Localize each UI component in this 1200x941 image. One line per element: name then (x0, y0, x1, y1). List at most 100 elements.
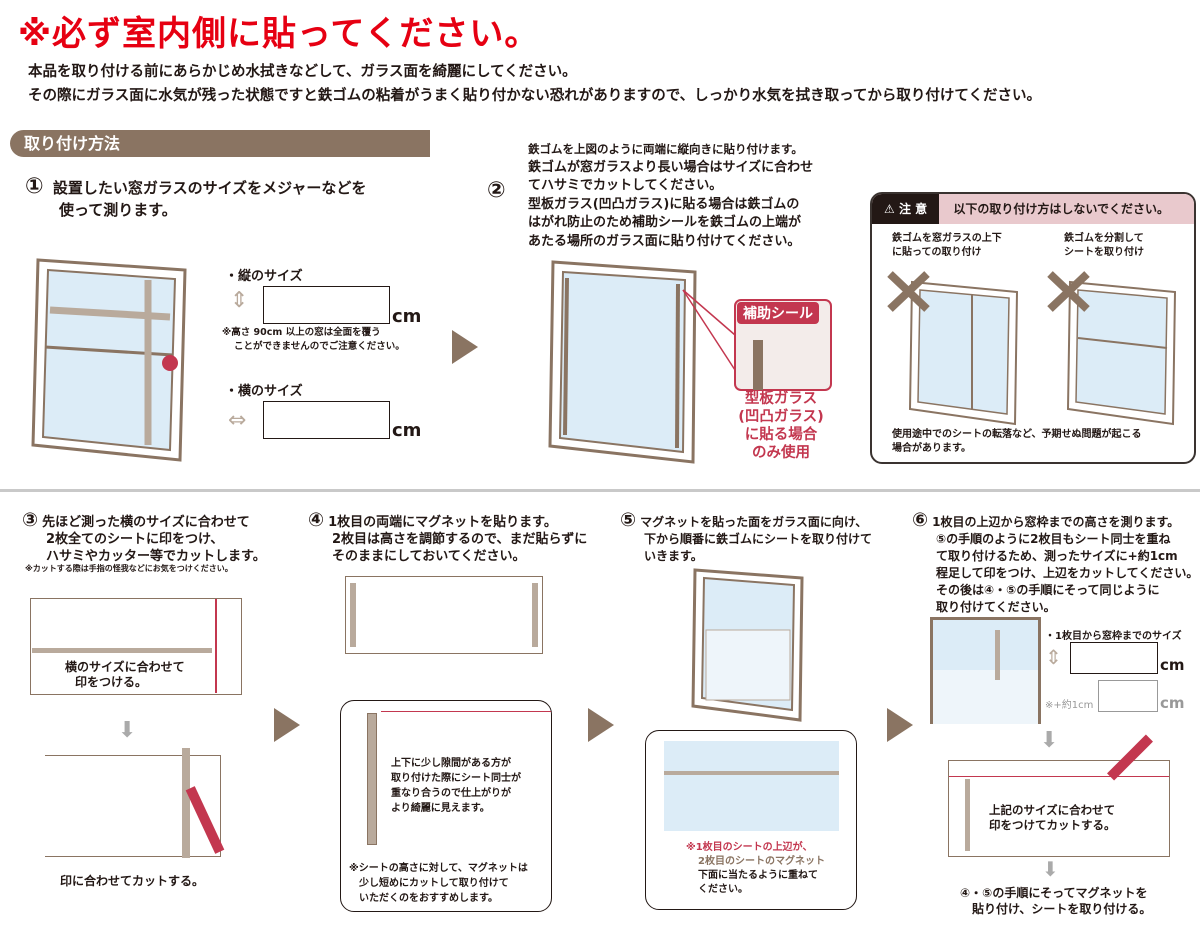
caution-header: ⚠ 注 意 以下の取り付け方はしないでください。 (872, 194, 1194, 224)
magnet-strip-illustration (548, 260, 832, 464)
step2-text: 鉄ゴムを上図のように両端に縦向きに貼り付けます。 鉄ゴムが窓ガラスより長い場合は… (528, 140, 813, 251)
step2-line: はがれ防止のため補助シールを鉄ゴムの上端が (528, 215, 802, 230)
caution-box: ⚠ 注 意 以下の取り付け方はしないでください。 鉄ゴムを窓ガラスの上下に貼って… (870, 192, 1196, 464)
size-label: ・1枚目から窓枠までのサイズ (1045, 631, 1182, 642)
sheet-cut-illustration: 上記のサイズに合わせて印をつけてカットする。 (948, 760, 1170, 857)
height-arrow (965, 779, 970, 851)
size-field (1070, 642, 1158, 674)
width-label: ・横のサイズ (225, 384, 303, 399)
step3-line: ハサミやカッター等でカットします。 (46, 549, 266, 564)
note-line: ※1枚目のシートの上辺が、 (686, 842, 813, 853)
window-partial-illustration (930, 617, 1041, 724)
label-line: 上記のサイズに合わせて (989, 803, 1116, 817)
note-line: ※高さ 90cm 以上の窓は全面を覆う (222, 327, 381, 338)
step2-line: 鉄ゴムを上図のように両端に縦向きに貼り付けます。 (528, 142, 803, 156)
caution-header-text: 以下の取り付け方はしないでください。 (953, 202, 1169, 216)
step1-line: 設置したい窓ガラスのサイズをメジャーなどを (52, 179, 367, 197)
step4-line: そのままにしておいてください。 (332, 549, 526, 564)
step6-number: ⑥ (912, 509, 929, 531)
final-line: ④・⑤の手順にそってマグネットを (960, 886, 1148, 900)
height-arrow (995, 630, 1000, 680)
step6-line: て取り付けるため、測ったサイズに+約1cm (936, 549, 1178, 563)
seal-note-line: に貼る場合 (744, 427, 818, 443)
note-line: ください。 (698, 884, 748, 895)
intro-line-1: 本品を取り付ける前にあらかじめ水拭きなどして、ガラス面を綺麗にしてください。 (28, 64, 577, 80)
seal-note-line: のみ使用 (752, 445, 810, 461)
sheet-top-edge (381, 711, 551, 712)
down-arrow-icon: ⬇ (118, 718, 137, 743)
step3-line: 2枚全てのシートに印をつけ、 (46, 532, 224, 547)
case-line: 鉄ゴムを窓ガラスの上下 (892, 233, 1002, 244)
first-sheet (933, 670, 1038, 724)
step5-line: マグネットを貼った面をガラス面に向け、 (640, 515, 868, 529)
bubble-text: 上下に少し隙間がある方が 取り付けた際にシート同士が 重なり合うので仕上がりが … (391, 756, 521, 816)
caution-case-1: 鉄ゴムを窓ガラスの上下に貼っての取り付け (892, 232, 1002, 260)
plus-label: ※+約1cm (1045, 700, 1094, 711)
size-unit: cm (1160, 656, 1185, 674)
magnet-strip (532, 583, 538, 647)
note-line: いただくのをおすすめします。 (359, 893, 498, 904)
step5-line: 下から順番に鉄ゴムにシートを取り付けて (644, 532, 873, 546)
note-line: 2枚目のシートのマグネット (698, 856, 825, 867)
label-line: 印をつける。 (75, 675, 148, 689)
step5-number: ⑤ (620, 509, 637, 531)
step4-line: 2枚目は高さを調節するので、まだ貼らずに (332, 532, 588, 547)
step3-cut-label: 印に合わせてカットする。 (60, 874, 205, 888)
caution-label: ⚠ 注 意 (872, 194, 940, 224)
width-arrow (32, 648, 212, 653)
step3-mark-label: 横のサイズに合わせて印をつける。 (65, 660, 185, 690)
step4-detail-bubble: 上下に少し隙間がある方が 取り付けた際にシート同士が 重なり合うので仕上がりが … (340, 700, 552, 912)
width-field (263, 401, 390, 439)
height-label: ・縦のサイズ (225, 269, 303, 284)
height-field (263, 286, 390, 324)
label-line: 印をつけてカットする。 (989, 818, 1116, 832)
plus-unit: cm (1160, 694, 1185, 712)
page-title: ※必ず室内側に貼ってください。 (18, 14, 540, 54)
case-line: シートを取り付け (1064, 247, 1144, 258)
note-line: 下面に当たるように重ねて (698, 870, 818, 881)
vertical-arrow-icon: ⇕ (1045, 645, 1062, 669)
horizontal-arrow-icon: ⇔ (228, 408, 247, 433)
step6-line: ⑤の手順のように2枚目もシート同士を重ね (936, 532, 1171, 546)
width-unit: cm (392, 420, 422, 441)
down-arrow-icon: ⬇ (1040, 728, 1059, 753)
cut-mark-line (215, 599, 217, 693)
magnet-strip (350, 583, 356, 647)
step3-number: ③ (22, 509, 39, 531)
down-arrow-icon: ⬇ (1042, 857, 1059, 881)
glass-detail (664, 741, 839, 831)
step6-line: 程足して印をつけ、上辺をカットしてください。 (936, 566, 1199, 580)
final-line: 貼り付け、シートを取り付ける。 (972, 902, 1152, 916)
step3-line: 先ほど測った横のサイズに合わせて (42, 515, 250, 530)
note-line: 少し短めにカットして取り付けて (359, 878, 509, 889)
step4-note: ※シートの高さに対して、マグネットは 少し短めにカットして取り付けて いただくの… (349, 861, 528, 906)
step2-number: ② (487, 178, 506, 203)
caution-footer: 使用途中でのシートの転落など、予期せぬ問題が起こる場合があります。 (892, 428, 1142, 456)
cut-mark-line (949, 776, 1169, 777)
magnet-strip (367, 713, 377, 845)
section-divider (0, 489, 1200, 492)
step6-mark-label: 上記のサイズに合わせて印をつけてカットする。 (989, 803, 1116, 833)
step1-line: 使って測ります。 (59, 201, 177, 219)
overlap-line (664, 771, 839, 775)
height-unit: cm (392, 306, 422, 327)
next-arrow-icon (274, 708, 300, 742)
vertical-arrow-icon: ⇕ (230, 288, 249, 313)
bubble-line: 重なり合うので仕上がりが (391, 788, 511, 799)
caution-case-2: 鉄ゴムを分割してシートを取り付け (1064, 232, 1144, 260)
step3-note: ※カットする際は手指の怪我などにお気をつけください。 (25, 564, 233, 573)
sheet-with-magnets (345, 576, 543, 654)
step6-line: 1枚目の上辺から窓枠までの高さを測ります。 (932, 515, 1180, 529)
step6-final: ④・⑤の手順にそってマグネットを貼り付け、シートを取り付ける。 (960, 885, 1151, 917)
section-header: 取り付け方法 (10, 130, 430, 157)
step2-line: あたる場所のガラス面に貼り付けてください。 (528, 233, 801, 249)
note-line: ※シートの高さに対して、マグネットは (349, 863, 528, 874)
sheet-illustration (30, 598, 242, 695)
step2-line: 鉄ゴムが窓ガラスより長い場合はサイズに合わせ (528, 159, 814, 175)
seal-note: 型板ガラス (凹凸ガラス) に貼る場合 のみ使用 (735, 390, 827, 462)
